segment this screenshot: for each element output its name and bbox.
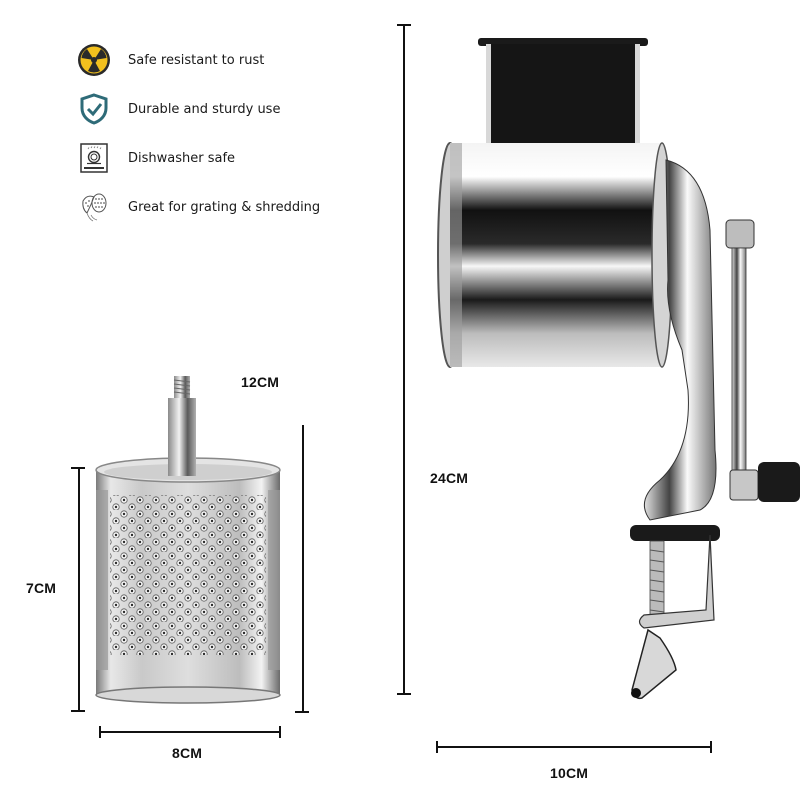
feature-label: Durable and sturdy use: [128, 101, 281, 117]
feature-durable: Durable and sturdy use: [76, 91, 280, 127]
grating-icon: [76, 189, 112, 225]
grater-width-line: [437, 746, 711, 748]
dimension-tick: [71, 467, 85, 469]
feature-rust-resistant: Safe resistant to rust: [76, 42, 264, 78]
drum-height-label: 7CM: [26, 580, 57, 596]
dishwasher-icon: [76, 140, 112, 176]
grater-height-line: [403, 24, 405, 694]
feature-dishwasher-safe: Dishwasher safe: [76, 140, 235, 176]
rust-resistant-icon: [76, 42, 112, 78]
rotary-grater-image: [430, 30, 800, 710]
drum-total-height-line: [302, 425, 304, 713]
drum-total-height-label: 12CM: [241, 374, 280, 390]
drum-width-line: [100, 731, 280, 733]
feature-label: Safe resistant to rust: [128, 52, 265, 68]
dimension-tick: [295, 711, 309, 713]
grater-height-label: 24CM: [430, 470, 469, 486]
shield-check-icon: [76, 91, 112, 127]
dimension-tick: [397, 693, 411, 695]
dimension-tick: [99, 726, 101, 738]
dimension-tick: [710, 741, 712, 753]
drum-height-line: [78, 468, 80, 712]
drum-width-label: 8CM: [172, 745, 203, 761]
feature-grating: Great for grating & shredding: [76, 189, 320, 225]
feature-label: Dishwasher safe: [128, 150, 236, 166]
grater-width-label: 10CM: [550, 765, 589, 781]
feature-label: Great for grating & shredding: [128, 199, 321, 215]
dimension-tick: [436, 741, 438, 753]
dimension-tick: [279, 726, 281, 738]
dimension-tick: [397, 24, 411, 26]
drum-image: [88, 370, 288, 710]
dimension-tick: [71, 710, 85, 712]
